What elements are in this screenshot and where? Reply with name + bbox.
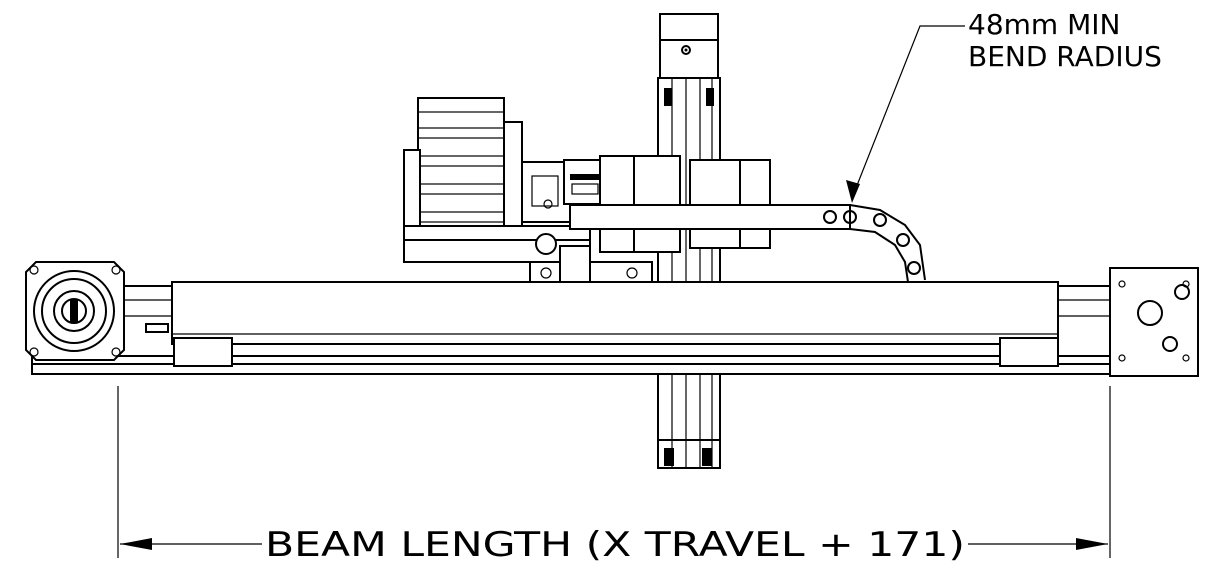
beam-length-label: BEAM LENGTH (X TRAVEL + 171) <box>265 525 965 565</box>
bend-radius-callout: 48mm MIN BEND RADIUS <box>846 8 1162 203</box>
y-carriage-assembly <box>403 97 771 287</box>
z-axis-column <box>657 13 721 469</box>
right-end-plate <box>1109 267 1199 377</box>
bend-radius-line2: BEND RADIUS <box>968 40 1162 73</box>
main-beam <box>31 281 1197 375</box>
cable-chain <box>569 204 926 283</box>
beam-length-dimension: BEAM LENGTH (X TRAVEL + 171) <box>117 386 1111 565</box>
bend-radius-line1: 48mm MIN <box>968 8 1120 41</box>
left-motor-flange <box>25 261 125 361</box>
